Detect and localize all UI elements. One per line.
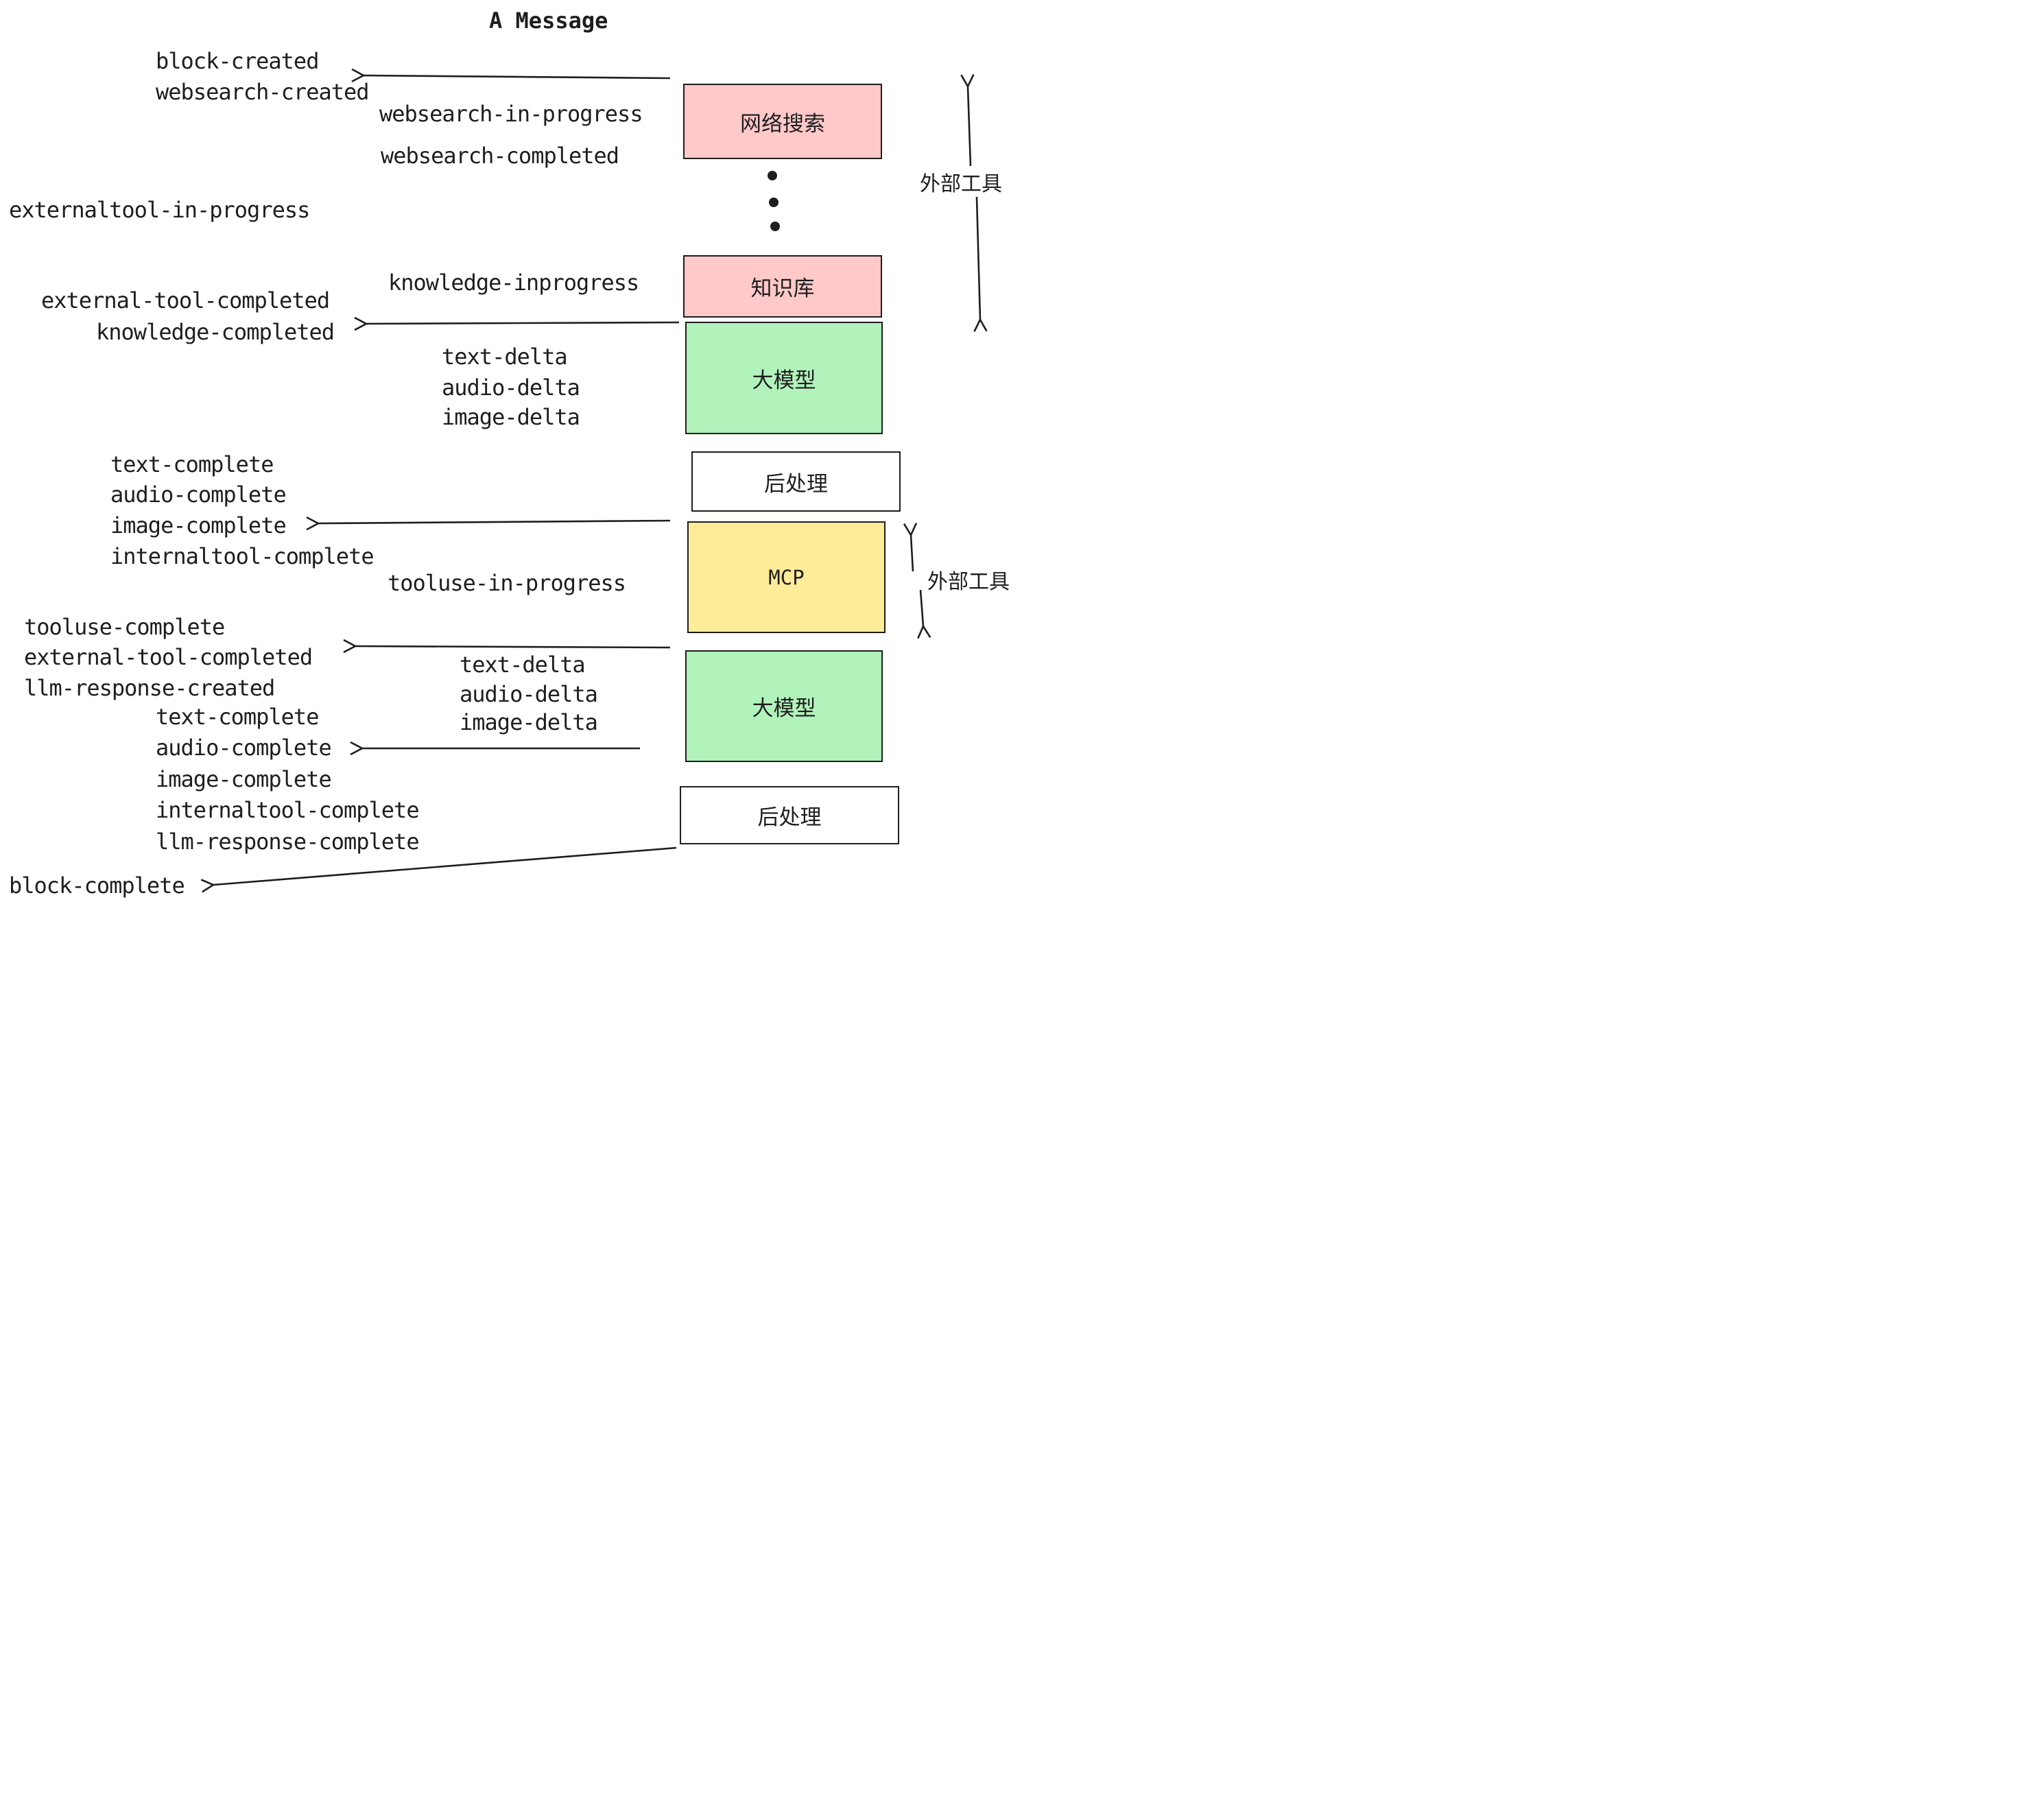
event-audio-complete-1: audio-complete (110, 482, 287, 508)
event-externaltool-in-progress: externaltool-in-progress (9, 197, 310, 223)
event-image-complete-2: image-complete (156, 766, 332, 792)
event-image-delta-2: image-delta (460, 709, 598, 735)
event-audio-delta-2: audio-delta (460, 681, 598, 707)
box-llm-2: 大模型 (685, 650, 883, 762)
event-external-tool-completed-1: external-tool-completed (41, 287, 330, 313)
box-knowledge: 知识库 (683, 255, 882, 318)
arrow-external-tools-mid-up (903, 522, 918, 572)
event-text-delta-1: text-delta (442, 344, 568, 370)
event-image-complete-1: image-complete (110, 512, 287, 538)
arrow-knowledge-completed (354, 316, 680, 331)
external-tools-label-top: 外部工具 (920, 173, 1002, 195)
ellipsis-dot (770, 222, 780, 231)
event-text-delta-2: text-delta (460, 652, 586, 678)
arrow-image-complete-1 (306, 516, 671, 531)
event-tooluse-in-progress: tooluse-in-progress (388, 570, 626, 596)
event-websearch-in-progress: websearch-in-progress (379, 101, 643, 127)
event-image-delta-1: image-delta (442, 404, 580, 430)
event-external-tool-completed-2: external-tool-completed (24, 644, 313, 670)
event-knowledge-inprogress: knowledge-inprogress (388, 270, 639, 296)
event-llm-response-complete: llm-response-complete (156, 829, 420, 855)
event-internaltool-complete-1: internaltool-complete (110, 543, 375, 569)
arrow-external-tools-mid-down (917, 589, 931, 639)
sequence-diagram: A Message 网络搜索 知识库 大模型 后处理 MCP 大模型 后处理 外… (0, 0, 1022, 902)
event-block-created: block-created (156, 48, 319, 74)
external-tools-label-mid: 外部工具 (927, 571, 1010, 593)
event-text-complete-2: text-complete (156, 704, 319, 730)
event-tooluse-complete: tooluse-complete (24, 614, 225, 640)
ellipsis-dot (768, 171, 777, 180)
event-websearch-created: websearch-created (156, 79, 370, 105)
diagram-title: A Message (489, 8, 608, 34)
arrow-external-tools-top-down (973, 196, 988, 332)
box-postprocess-1: 后处理 (691, 451, 901, 512)
box-mcp: MCP (687, 521, 886, 633)
event-knowledge-completed: knowledge-completed (96, 319, 335, 345)
event-internaltool-complete-2: internaltool-complete (156, 797, 420, 823)
box-websearch: 网络搜索 (683, 84, 882, 159)
event-llm-response-created: llm-response-created (24, 675, 275, 701)
box-postprocess-2: 后处理 (680, 786, 899, 844)
arrow-websearch-created (351, 68, 671, 83)
ellipsis-dot (769, 198, 779, 207)
arrow-external-tools-top-up (960, 74, 975, 167)
event-text-complete-1: text-complete (110, 451, 274, 477)
box-llm-1: 大模型 (685, 322, 883, 434)
event-websearch-completed: websearch-completed (381, 143, 619, 169)
event-audio-complete-2: audio-complete (156, 735, 332, 761)
event-audio-delta-1: audio-delta (442, 375, 580, 401)
event-block-complete: block-complete (9, 873, 185, 899)
arrow-tooluse-complete (343, 639, 671, 654)
